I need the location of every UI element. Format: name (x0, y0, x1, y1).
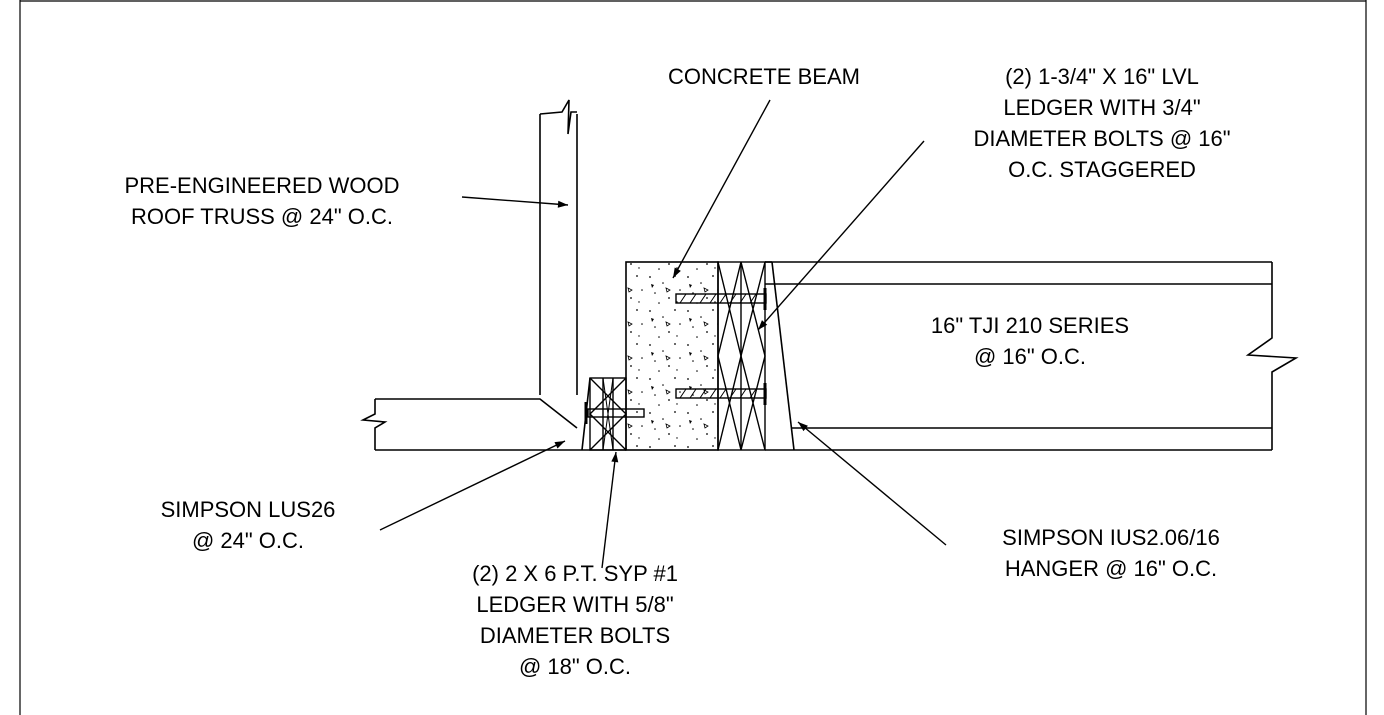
leader-concrete-beam (672, 99, 771, 279)
label-pt-ledger: (2) 2 X 6 P.T. SYP #1 LEDGER WITH 5/8" D… (472, 561, 678, 679)
leader-roof-truss (461, 196, 569, 208)
label-tji-joist: 16" TJI 210 SERIES @ 16" O.C. (930, 313, 1130, 369)
sheet-border (19, 0, 1367, 715)
concrete-beam (625, 261, 719, 451)
label-ius-hanger: SIMPSON IUS2.06/16 HANGER @ 16" O.C. (1002, 525, 1220, 581)
lus26-hanger (581, 377, 591, 451)
lvl-bolts (675, 288, 767, 405)
label-roof-truss: PRE-ENGINEERED WOOD ROOF TRUSS @ 24" O.C… (124, 173, 400, 229)
label-lvl-ledger: (2) 1-3/4" X 16" LVL LEDGER WITH 3/4" DI… (973, 64, 1231, 182)
leader-lines (379, 99, 947, 569)
label-concrete-beam: CONCRETE BEAM (668, 64, 860, 89)
ius-hanger (765, 261, 795, 451)
roof-truss-bottom-chord (360, 398, 626, 451)
label-lus26: SIMPSON LUS26 @ 24" O.C. (160, 497, 336, 553)
tji-joist (765, 261, 1299, 451)
lvl-ledger (717, 261, 766, 451)
pt-ledger (589, 377, 627, 451)
leader-lus26 (379, 440, 566, 531)
leader-lvl-ledger (757, 140, 925, 331)
leader-ius-hanger (797, 421, 947, 546)
leader-pt-ledger (601, 451, 619, 569)
roof-truss-vertical (539, 99, 578, 395)
